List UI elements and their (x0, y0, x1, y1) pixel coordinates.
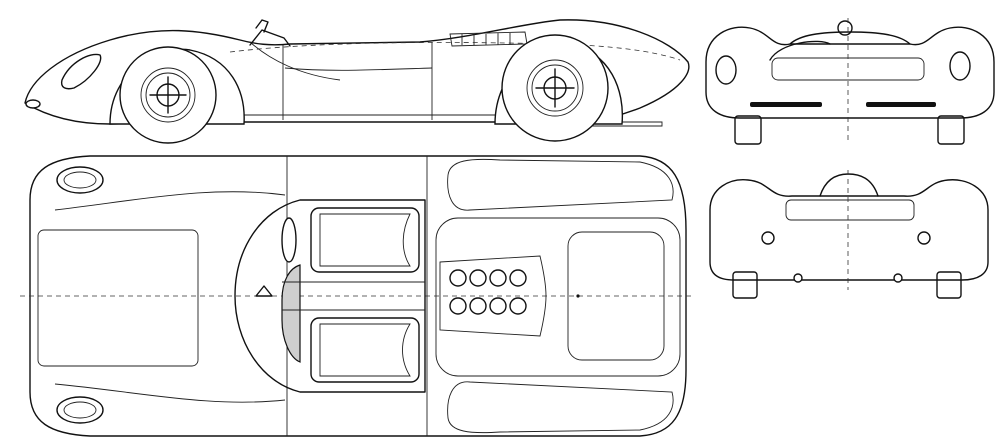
top-front-hatch (37, 229, 199, 367)
rear-tail-light-left (761, 231, 775, 245)
front-roll-hoop (837, 20, 853, 36)
top-rear-fender-left (447, 158, 674, 211)
side-windscreen (249, 29, 291, 47)
rear-view (709, 170, 989, 299)
top-headlight-left (56, 166, 104, 194)
top-headlight-left-lens (63, 171, 97, 189)
front-headlight-left (715, 55, 737, 85)
top-steering-wheel (281, 217, 297, 263)
side-vents (449, 31, 528, 47)
side-rear-spinner (535, 68, 575, 108)
top-intake-plate (439, 255, 547, 337)
front-tyre-left (734, 115, 762, 145)
top-body-outline (29, 155, 687, 437)
front-intake-left (750, 102, 822, 107)
front-headlight-right (949, 51, 971, 81)
intake-trumpet (449, 297, 467, 315)
top-cockpit-floor-shading (281, 264, 301, 363)
top-fender-curve-left (54, 191, 286, 211)
intake-trumpet (489, 297, 507, 315)
top-headlight-right-lens (63, 401, 97, 419)
front-body-outline (705, 26, 995, 119)
front-view (705, 18, 995, 145)
intake-trumpet (489, 269, 507, 287)
top-center-tunnel (282, 281, 425, 311)
rear-panel-opening (785, 199, 915, 221)
rear-tyre-left (732, 271, 758, 299)
intake-trumpet (469, 269, 487, 287)
side-belt-curve (249, 41, 341, 81)
intake-trumpet (509, 297, 527, 315)
side-headlight (60, 53, 102, 90)
side-mirror (255, 19, 269, 33)
side-front-rim (140, 67, 196, 123)
side-rear-rim-inner (531, 64, 579, 112)
side-front-rim-inner (145, 72, 191, 118)
top-cockpit-opening (234, 199, 426, 393)
side-view (24, 19, 690, 144)
side-rear-rim (526, 59, 584, 117)
top-seat-right (310, 317, 420, 383)
side-nose-light (25, 99, 41, 109)
top-engine-cover (435, 217, 681, 377)
side-front-spinner (149, 76, 187, 114)
intake-trumpet (449, 269, 467, 287)
top-mirror (255, 285, 273, 297)
front-windscreen (769, 40, 831, 61)
top-rear-fender-right (447, 381, 674, 434)
top-rear-hatch (567, 231, 665, 361)
rear-body-outline (709, 179, 989, 281)
rear-tail-light-right (917, 231, 931, 245)
top-headlight-right (56, 396, 104, 424)
rear-exhaust-left (793, 273, 803, 283)
front-intake-right (866, 102, 936, 107)
top-fender-curve-right (54, 383, 286, 403)
rear-tyre-right (936, 271, 962, 299)
top-fuel-cap (576, 294, 580, 298)
top-seat-right-back (319, 323, 411, 377)
side-character-line (284, 67, 433, 71)
rear-fairing (819, 173, 879, 197)
rear-exhaust-right (893, 273, 903, 283)
front-tyre-right (937, 115, 965, 145)
intake-trumpet (509, 269, 527, 287)
side-dashed-line (229, 42, 681, 61)
intake-trumpet (469, 297, 487, 315)
top-seat-left-back (319, 213, 411, 267)
top-intake-trumpets (449, 269, 527, 315)
top-seat-left (310, 207, 420, 273)
top-view (20, 155, 695, 437)
